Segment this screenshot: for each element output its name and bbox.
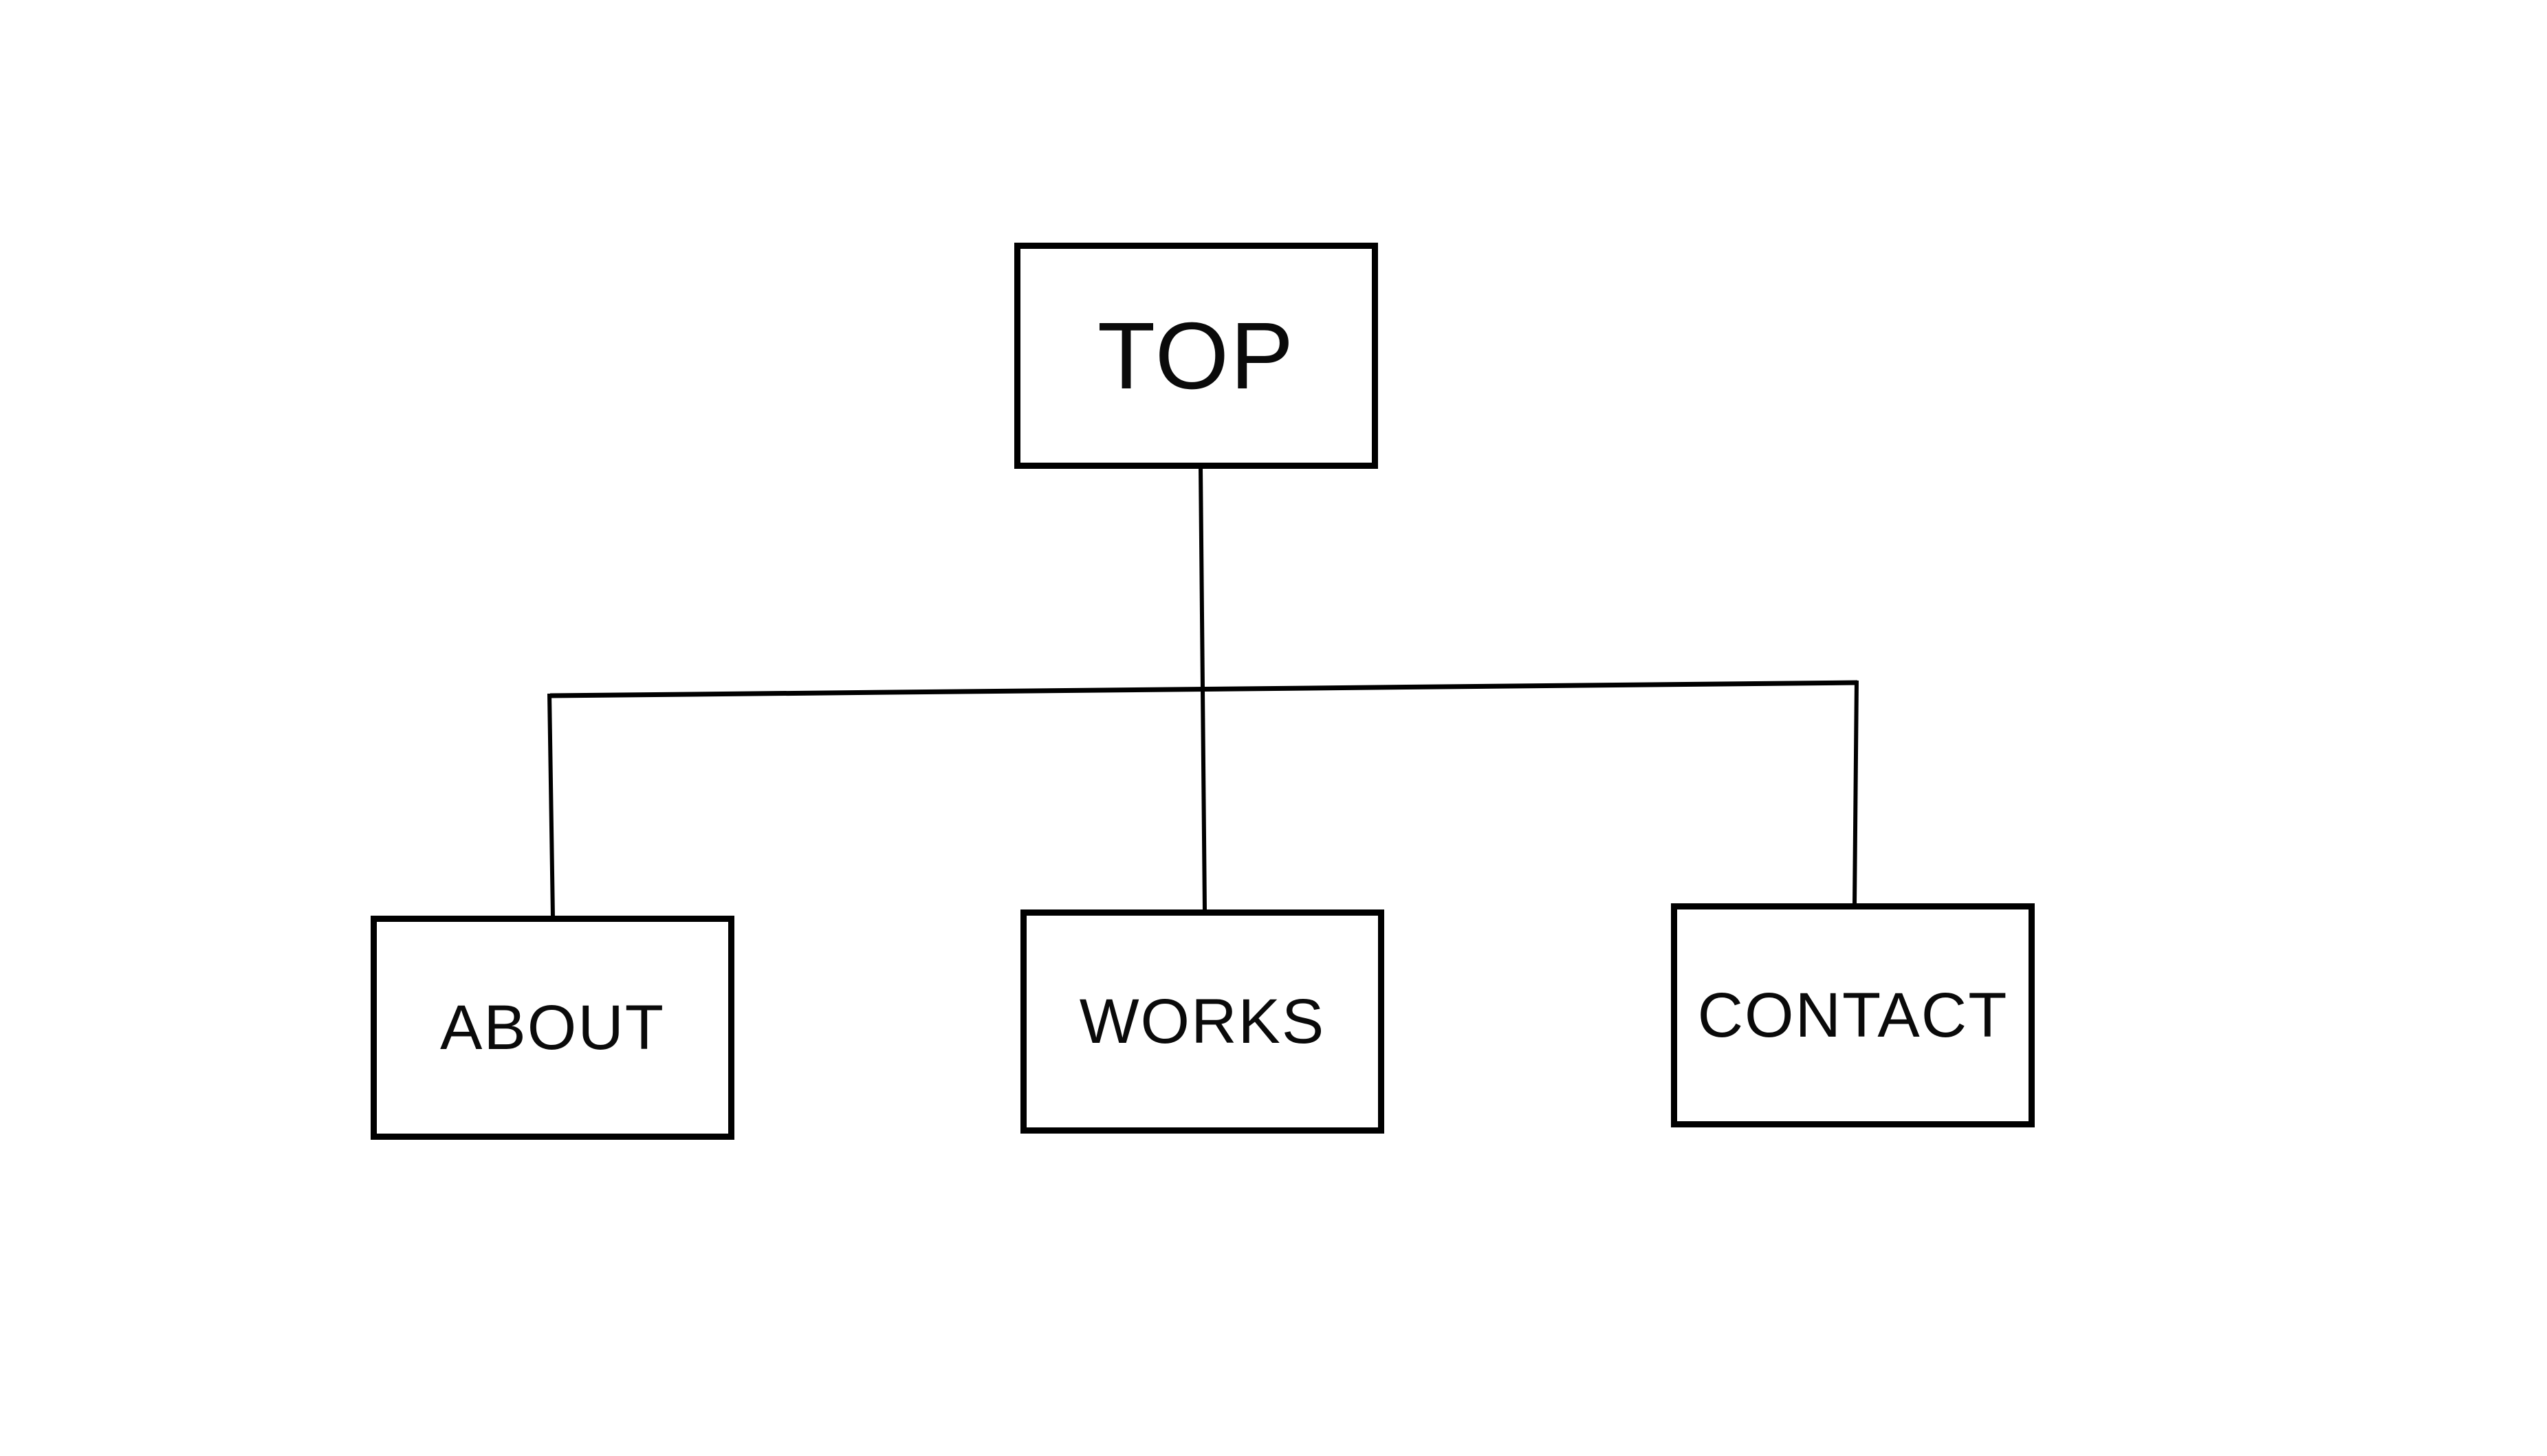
node-contact: CONTACT xyxy=(1671,903,2035,1127)
connector-bus-to-about xyxy=(547,693,555,918)
node-top-label: TOP xyxy=(1097,302,1296,409)
connector-horizontal-bus xyxy=(549,680,1858,698)
node-works-label: WORKS xyxy=(1079,986,1326,1057)
node-top: TOP xyxy=(1014,243,1378,469)
node-about: ABOUT xyxy=(371,916,734,1140)
connector-bus-to-contact xyxy=(1852,680,1859,905)
node-works: WORKS xyxy=(1020,909,1384,1134)
node-about-label: ABOUT xyxy=(440,993,665,1063)
node-contact-label: CONTACT xyxy=(1697,980,2009,1050)
